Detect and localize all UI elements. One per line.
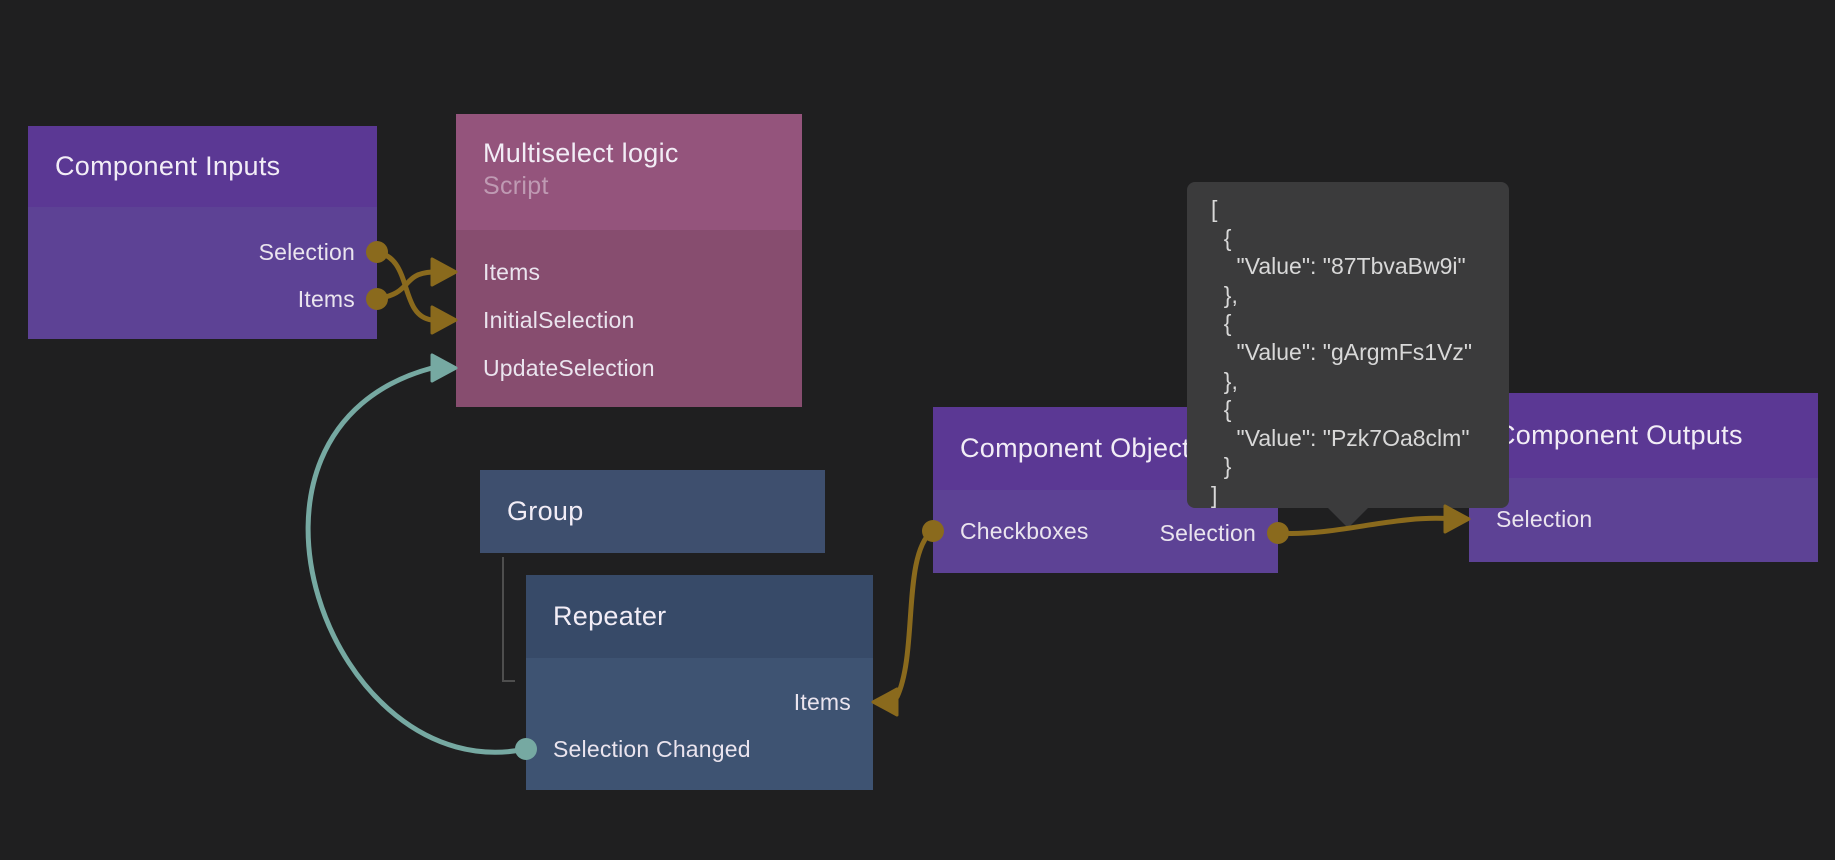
port-arrow-component-outputs-selection[interactable] xyxy=(1443,504,1471,534)
port-items[interactable]: Items xyxy=(297,286,355,312)
node-subtitle: Script xyxy=(483,172,549,200)
port-arrow-repeater-items[interactable] xyxy=(871,687,899,717)
node-group[interactable]: Group xyxy=(480,470,825,553)
tooltip-caret-icon xyxy=(1328,508,1368,528)
port-arrow-multiselect-logic-initialselection[interactable] xyxy=(430,305,458,335)
node-title: Component Outputs xyxy=(1496,420,1743,450)
node-header[interactable]: Group xyxy=(480,470,825,553)
value-tooltip: [ { "Value": "87TbvaBw9i" }, { "Value": … xyxy=(1187,182,1509,528)
node-header[interactable]: Component Outputs xyxy=(1469,393,1818,478)
port-initialselection[interactable]: InitialSelection xyxy=(483,307,635,333)
port-selection[interactable]: Selection xyxy=(1496,506,1593,532)
port-items[interactable]: Items xyxy=(483,259,541,285)
node-title: Repeater xyxy=(553,601,667,631)
node-title: Multiselect logic xyxy=(483,138,679,168)
node-title: Component Inputs xyxy=(55,151,281,181)
port-arrow-multiselect-logic-items[interactable] xyxy=(430,257,458,287)
tooltip-json-text: [ { "Value": "87TbvaBw9i" }, { "Value": … xyxy=(1211,196,1473,508)
node-title: Group xyxy=(507,496,584,526)
port-checkboxes[interactable]: Checkboxes xyxy=(960,518,1089,544)
node-header[interactable]: Component Inputs xyxy=(28,126,377,207)
wire-component-inputs-selection-to-multiselect-logic-initialselection[interactable] xyxy=(372,249,435,323)
port-arrow-multiselect-logic-updateselection[interactable] xyxy=(430,353,458,383)
port-items[interactable]: Items xyxy=(793,689,851,715)
wire-component-inputs-items-to-multiselect-logic-items[interactable] xyxy=(372,269,435,302)
port-selection[interactable]: Selection xyxy=(258,239,355,265)
port-selection[interactable]: Selection xyxy=(1159,520,1256,546)
group-child-connector-line xyxy=(502,557,515,682)
wire-component-object-checkboxes-to-repeater-items[interactable] xyxy=(894,528,935,700)
node-header[interactable]: Repeater xyxy=(526,575,873,658)
port-selection-changed[interactable]: Selection Changed xyxy=(553,736,751,762)
wire-repeater-selection-changed-to-multiselect-logic-updateselection[interactable] xyxy=(305,365,529,755)
node-title: Component Object xyxy=(960,433,1190,463)
port-updateselection[interactable]: UpdateSelection xyxy=(483,355,655,381)
